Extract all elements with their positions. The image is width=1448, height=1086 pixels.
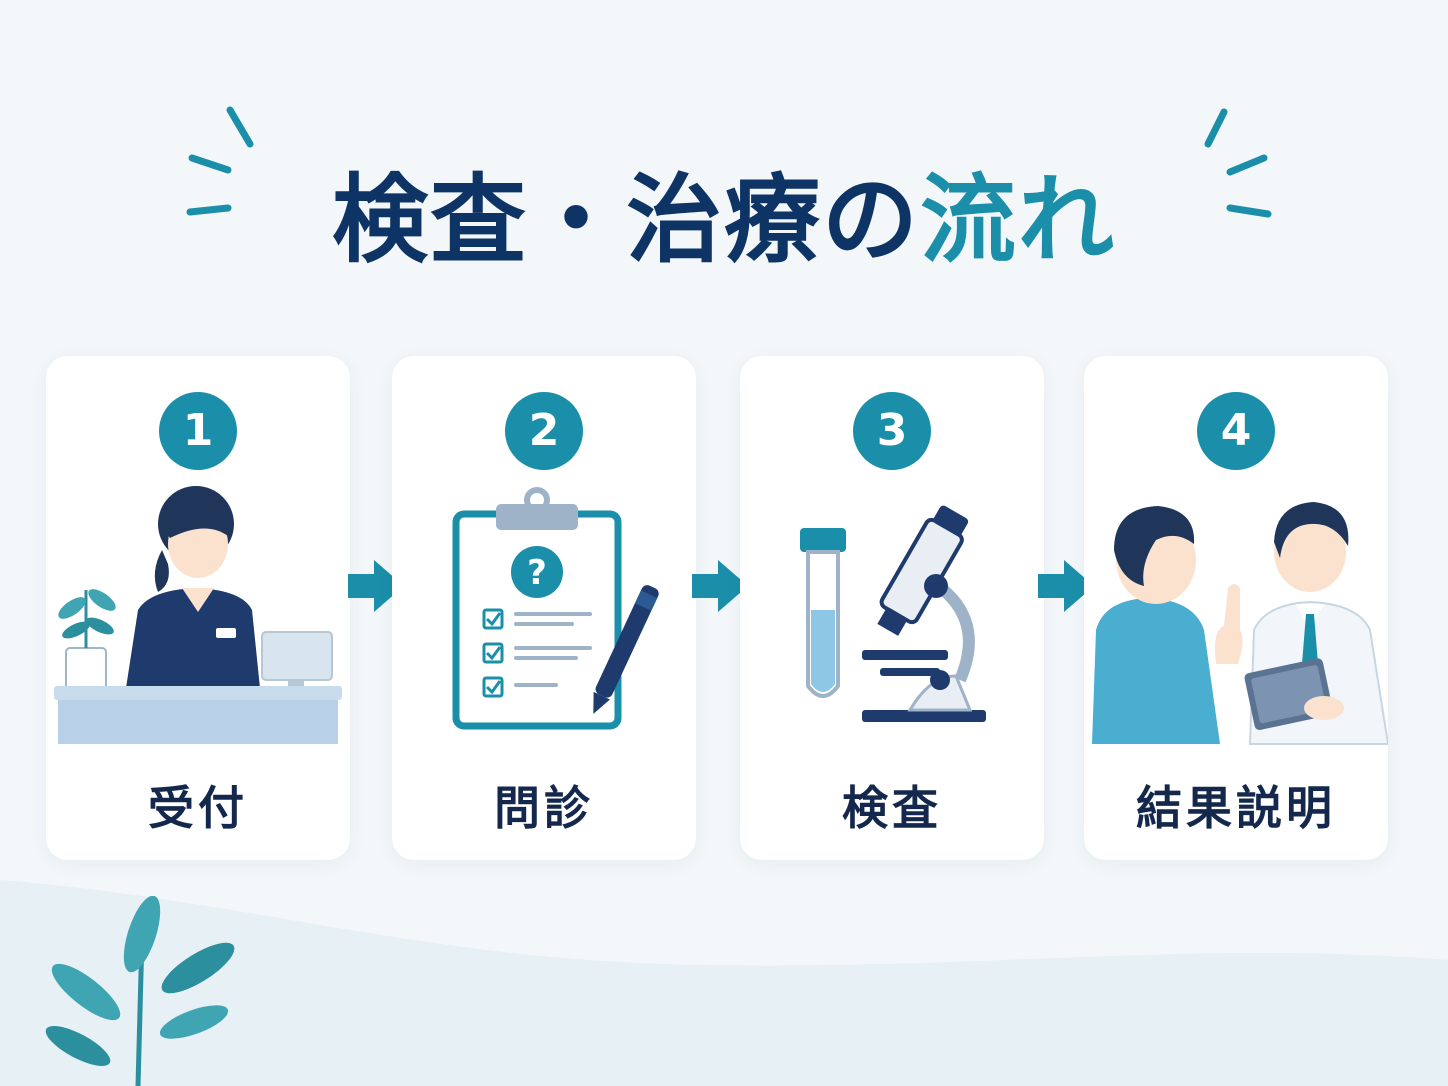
- step-number-3: 3: [853, 392, 931, 470]
- step-label-4: 結果説明: [1136, 781, 1336, 835]
- step-card-4: 4 結果説明: [1084, 356, 1388, 860]
- spark-lines-right-icon: [1204, 108, 1272, 218]
- arrow-right-icon: [1038, 560, 1094, 612]
- receptionist-icon: [54, 486, 342, 744]
- step-number-1: 1: [159, 392, 237, 470]
- arrow-right-icon: [692, 560, 748, 612]
- step-number-4: 4: [1197, 392, 1275, 470]
- clipboard-questionnaire-icon: ?: [452, 487, 659, 730]
- title-main: 検査・治療の: [332, 164, 920, 276]
- step-label-3: 検査: [842, 781, 942, 835]
- doctor-patient-icon: [1092, 502, 1388, 745]
- arrow-right-icon: [348, 560, 404, 612]
- step-card-3: 3 検査: [740, 356, 1044, 860]
- test-tube-microscope-icon: [800, 505, 986, 722]
- page-title: 検査・治療の流れ: [0, 142, 1448, 281]
- step-label-2: 問診: [494, 781, 594, 835]
- step-label-1: 受付: [148, 781, 248, 835]
- title-accent: 流れ: [920, 164, 1116, 276]
- step-card-1: 1 受付: [46, 356, 350, 860]
- spark-lines-left-icon: [186, 106, 254, 216]
- step-card-2: 2 ? 問診: [392, 356, 696, 860]
- leaf-icon: [45, 896, 235, 1086]
- step-number-2: 2: [505, 392, 583, 470]
- svg-text:?: ?: [527, 553, 547, 593]
